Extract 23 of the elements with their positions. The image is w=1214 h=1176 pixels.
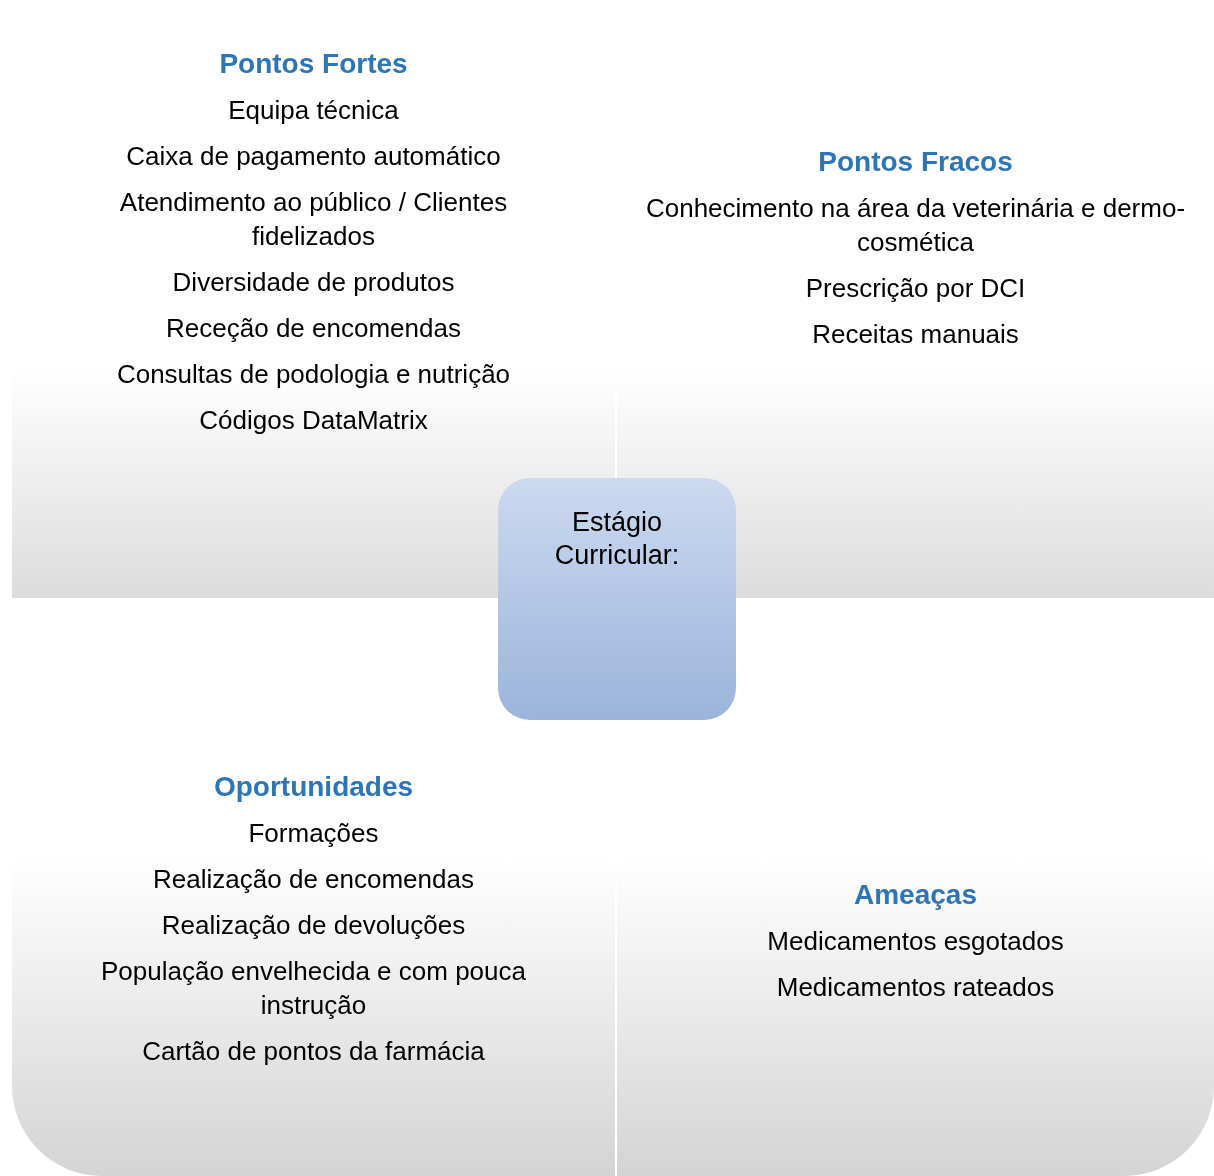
list-item: Receção de encomendas [166,312,461,345]
center-text: Estágio Curricular: [553,506,681,572]
list-item: Prescrição por DCI [805,272,1026,305]
list-item: Códigos DataMatrix [199,404,428,437]
list-item: Receitas manuais [812,318,1019,351]
quadrant-heading: Ameaças [854,878,977,912]
quadrant-heading: Pontos Fracos [818,145,1013,179]
list-item: Cartão de pontos da farmácia [142,1035,485,1068]
center-box [498,478,736,720]
list-item: Diversidade de produtos [172,266,455,299]
quadrant-heading: Oportunidades [213,770,414,804]
list-item: Atendimento ao público / Clientes fidelizados [118,186,509,253]
list-item: Equipa técnica [228,94,399,127]
quadrant-heading: Pontos Fortes [219,47,408,81]
list-item: Formações [248,817,379,850]
list-item: População envelhecida e com pouca instrução [100,955,527,1022]
list-item: Realização de encomendas [153,863,474,896]
list-item: Conhecimento na área da veterinária e dermo-cosmética [645,192,1186,259]
list-item: Medicamentos rateados [776,971,1055,1004]
list-item: Caixa de pagamento automático [126,140,501,173]
list-item: Medicamentos esgotados [767,925,1064,958]
list-item: Consultas de podologia e nutrição [116,358,511,391]
list-item: Realização de devoluções [161,909,466,942]
